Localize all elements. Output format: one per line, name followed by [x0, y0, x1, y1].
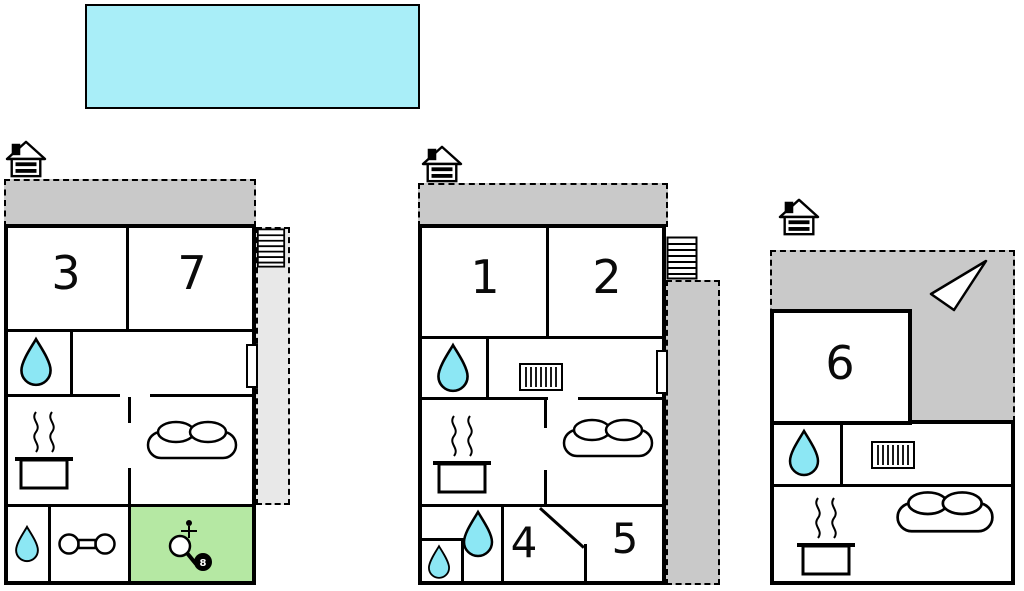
- window-marker: [246, 344, 258, 388]
- table-games-icon: 8: [168, 520, 212, 571]
- room-number: 1: [470, 250, 500, 304]
- window-marker: [656, 350, 668, 394]
- house-icon: [778, 196, 820, 238]
- wall: [578, 397, 662, 400]
- wall: [128, 507, 131, 581]
- wall: [501, 507, 504, 581]
- terrace-strip: [666, 280, 720, 585]
- wall: [422, 397, 548, 400]
- wall: [70, 332, 73, 396]
- wall: [544, 400, 547, 428]
- wall: [126, 228, 129, 331]
- room-number: 4: [510, 518, 538, 567]
- room-number: 2: [592, 250, 622, 304]
- water-drop-icon: [17, 336, 55, 388]
- wall: [840, 425, 843, 486]
- radiator-icon: [518, 362, 564, 392]
- wall: [8, 329, 252, 332]
- room-number: 6: [825, 336, 855, 390]
- water-drop-icon: [426, 544, 452, 580]
- wall: [544, 470, 547, 506]
- wall: [461, 541, 464, 581]
- water-drop-icon: [13, 524, 41, 564]
- wall: [486, 339, 489, 399]
- water-drop-icon: [786, 428, 822, 478]
- north-arrow-icon: [929, 259, 988, 312]
- wall: [150, 394, 252, 397]
- room-outline: [770, 309, 912, 425]
- wall: [546, 228, 549, 338]
- cooking-pot-icon: [794, 492, 858, 582]
- wall: [774, 484, 1011, 487]
- wall: [584, 544, 587, 581]
- sofa-icon: [146, 416, 238, 468]
- stairs-icon: [666, 236, 698, 280]
- floor-outline: [418, 224, 666, 585]
- wall: [128, 397, 131, 423]
- room-number: 3: [51, 246, 81, 300]
- terrace: [4, 179, 256, 227]
- water-drop-icon: [460, 508, 496, 560]
- wall: [8, 394, 120, 397]
- room-number: 5: [611, 514, 639, 563]
- balcony-strip: [256, 227, 290, 505]
- wall: [8, 504, 252, 507]
- sofa-icon: [562, 414, 654, 466]
- radiator-icon: [870, 440, 916, 470]
- swimming-pool: [85, 4, 420, 109]
- games-room: [131, 507, 252, 581]
- wall: [48, 507, 51, 581]
- wall: [422, 336, 662, 339]
- sofa-icon: [894, 486, 996, 542]
- terrace: [418, 183, 668, 227]
- house-icon: [4, 139, 48, 179]
- house-icon: [421, 144, 463, 184]
- room-number: 7: [177, 246, 207, 300]
- billiard-ball-label: 8: [200, 558, 207, 569]
- cooking-pot-icon: [12, 406, 76, 496]
- stairs-icon: [255, 228, 287, 268]
- wall: [128, 468, 131, 506]
- cooking-pot-icon: [430, 410, 494, 500]
- wall: [422, 538, 464, 541]
- wall: [422, 504, 662, 507]
- water-drop-icon: [434, 342, 472, 394]
- dumbbell-icon: [58, 528, 116, 560]
